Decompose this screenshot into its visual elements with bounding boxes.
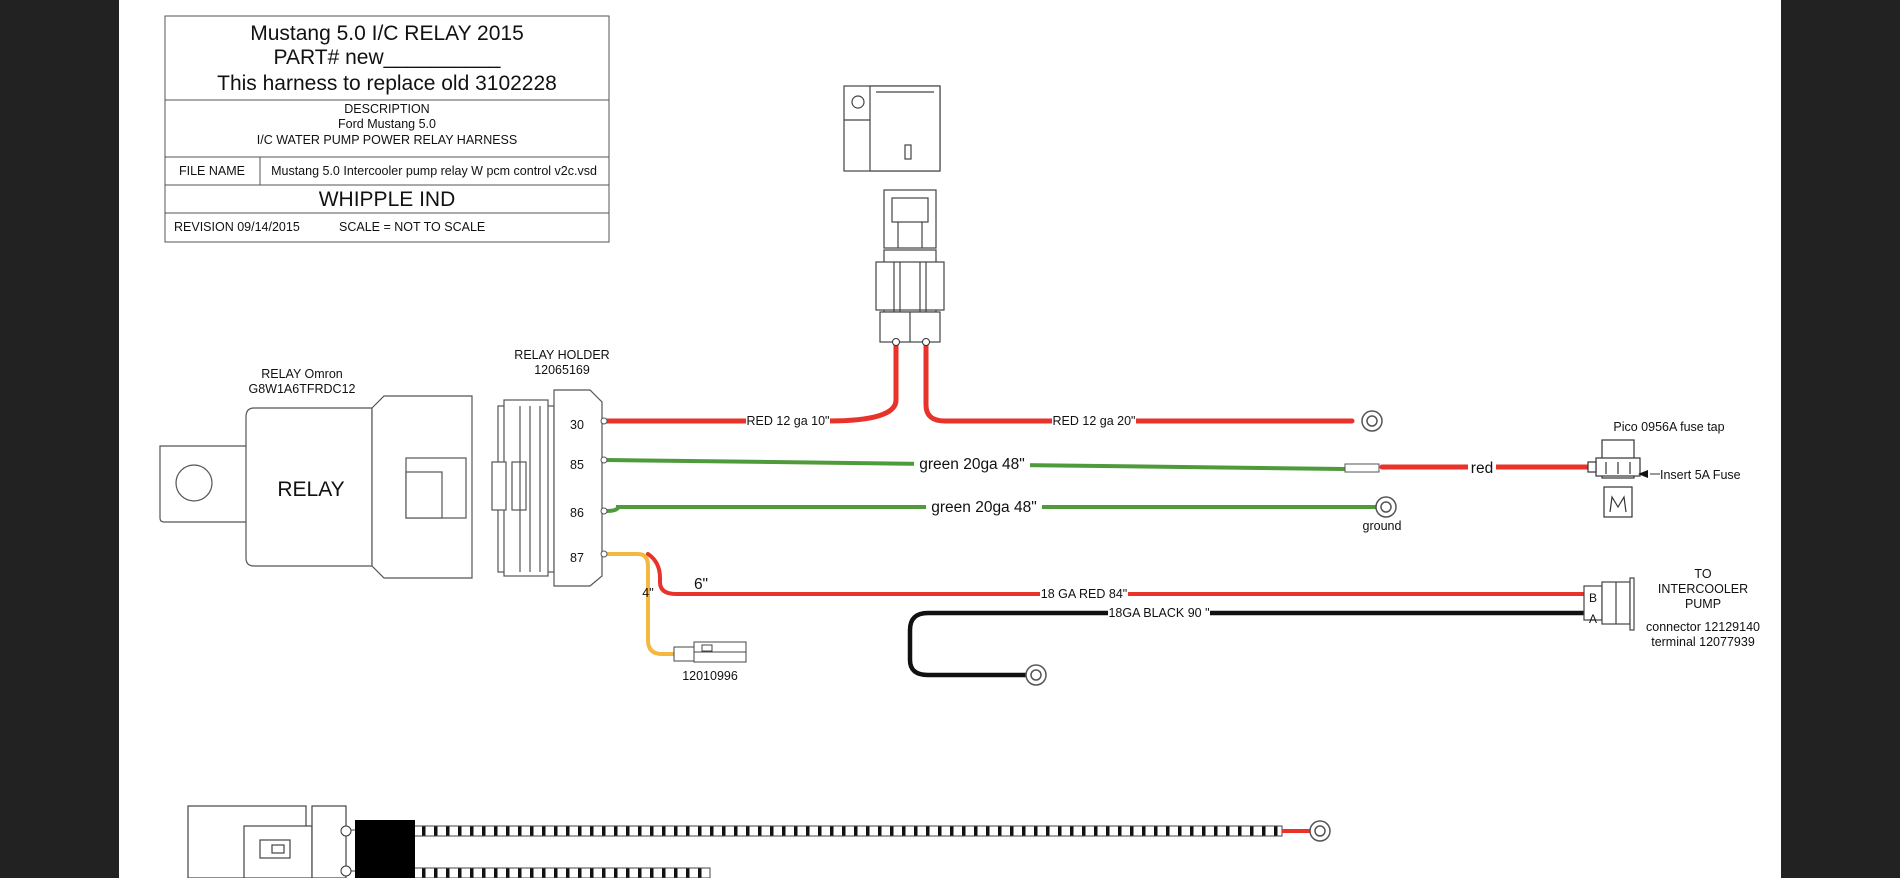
yellow-connector-icon [673, 641, 747, 663]
holder-label-line2: 12065169 [534, 363, 590, 377]
fuse-terminal-left [892, 338, 900, 346]
description-label: DESCRIPTION [344, 102, 429, 116]
fuse-body-icon [875, 189, 945, 343]
pin-30-label: 30 [570, 418, 584, 432]
pump-to-line2: INTERCOOLER [1658, 582, 1748, 596]
yellow-length-label: 4" [642, 586, 653, 600]
file-name-label: FILE NAME [179, 164, 245, 178]
scale-text: SCALE = NOT TO SCALE [339, 220, 485, 234]
ring-terminal-icon [1361, 410, 1383, 432]
label-bg [1468, 458, 1496, 476]
pump-terminal-number: terminal 12077939 [1651, 635, 1755, 649]
harness-pin-bottom [340, 865, 352, 877]
pump-pin-b: B [1589, 591, 1597, 605]
pump-to-line1: TO [1694, 567, 1711, 581]
pump-pin-a: A [1589, 612, 1597, 626]
label-bg [1040, 586, 1128, 602]
relay-icon [159, 395, 473, 579]
red-long-label: RED 12 ga 20" [1053, 414, 1136, 428]
black-wire [907, 610, 1587, 678]
fuse-tap-icon [1587, 439, 1641, 518]
fuse-tap-label: Pico 0956A fuse tap [1613, 420, 1724, 434]
black-pump-label: 18GA BLACK 90 " [1108, 606, 1209, 620]
label-bg [746, 412, 830, 428]
description-line2: I/C WATER PUMP POWER RELAY HARNESS [257, 133, 517, 147]
replaces-text: This harness to replace old 3102228 [217, 72, 557, 95]
harness-pin-top [340, 825, 352, 837]
red-short-label: RED 12 ga 10" [747, 414, 830, 428]
yellow-connector-label: 12010996 [682, 669, 738, 683]
red-jumper-length-label: 6" [694, 576, 708, 593]
pin-87-label: 87 [570, 551, 584, 565]
relay-body-text: RELAY [277, 478, 344, 501]
braided-loom-bottom [411, 867, 711, 878]
red-tap-label: red [1471, 460, 1493, 477]
green-top-label: green 20ga 48" [919, 456, 1024, 473]
fuse-tap-arrow-icon [1638, 470, 1648, 478]
holder-label-line1: RELAY HOLDER [514, 348, 609, 362]
fuse-terminal-right [922, 338, 930, 346]
fuse-cap-icon [843, 85, 941, 172]
braided-loom-top [411, 825, 1283, 837]
yellow-wire [604, 552, 676, 656]
pin-85-label: 85 [570, 458, 584, 472]
pin-86-label: 86 [570, 506, 584, 520]
label-bg [926, 497, 1042, 517]
holder-pin-dots [600, 417, 608, 558]
ground-ring-terminal-icon [1375, 496, 1397, 518]
label-bg [1108, 605, 1210, 621]
pump-to-line3: PUMP [1685, 597, 1721, 611]
label-bg [914, 454, 1030, 474]
harness-ring-terminal-icon [1309, 820, 1331, 842]
green-bottom-label: green 20ga 48" [931, 499, 1036, 516]
file-name-value: Mustang 5.0 Intercooler pump relay W pcm… [271, 164, 597, 178]
red-pump-label: 18 GA RED 84" [1041, 587, 1127, 601]
pump-connector-icon [1583, 577, 1635, 631]
fuse-insert-label: Insert 5A Fuse [1660, 468, 1741, 482]
revision-text: REVISION 09/14/2015 [174, 220, 300, 234]
title-text: Mustang 5.0 I/C RELAY 2015 [250, 22, 524, 45]
harness-black-sleeve [355, 820, 415, 878]
description-line1: Ford Mustang 5.0 [338, 117, 436, 131]
relay-label-line1: RELAY Omron [261, 367, 343, 381]
relay-label-line2: G8W1A6TFRDC12 [249, 382, 356, 396]
part-number-text: PART# new__________ [274, 46, 501, 69]
title-block [164, 15, 610, 243]
company-text: WHIPPLE IND [319, 188, 456, 211]
splice-terminal-icon [1344, 463, 1380, 473]
relay-holder-icon [491, 389, 603, 587]
pump-connector-number: connector 12129140 [1646, 620, 1760, 634]
label-bg [1052, 412, 1136, 428]
bottom-harness [187, 805, 347, 878]
black-ring-terminal-icon [1025, 664, 1047, 686]
ground-label: ground [1363, 519, 1402, 533]
red-jumper-wire [646, 552, 1586, 596]
